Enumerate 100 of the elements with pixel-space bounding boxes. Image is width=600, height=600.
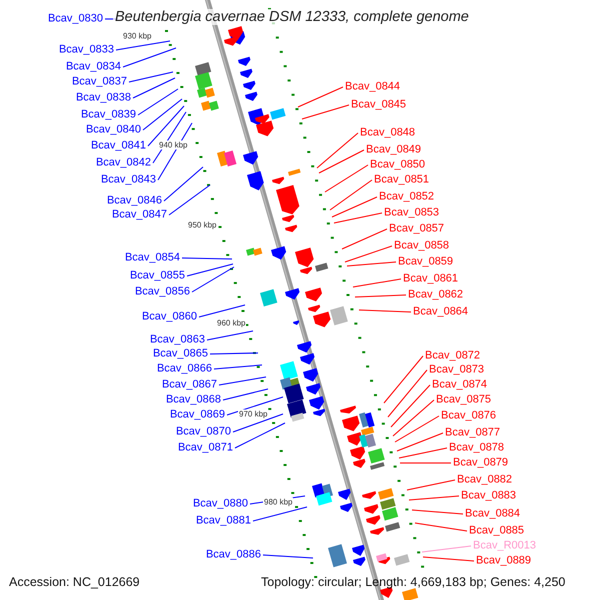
- leader-line: [168, 184, 210, 216]
- gene-label: Bcav_0863: [150, 334, 205, 346]
- gene-label: Bcav_0865: [152, 348, 208, 360]
- leader-line: [422, 556, 474, 562]
- gene-label: Bcav_0842: [96, 156, 151, 170]
- scale-label: 930 kbp: [122, 32, 152, 40]
- gene-label: Bcav_0843: [100, 174, 156, 186]
- leader-line: [316, 132, 358, 168]
- gene-label: Bcav_0870: [176, 426, 231, 438]
- leader-line: [252, 506, 308, 522]
- gene-label: Bcav_0862: [408, 288, 464, 302]
- gene-label: Bcav_0852: [379, 190, 434, 204]
- leader-line: [132, 78, 176, 98]
- leader-line: [122, 48, 176, 68]
- gene-label: Bcav_0833: [58, 44, 114, 56]
- leader-line: [358, 310, 412, 312]
- leader-line: [116, 40, 170, 50]
- gene-label: Bcav_0889: [476, 554, 532, 568]
- gene-label: Bcav_0854: [124, 252, 180, 264]
- gene-label: Bcav_0841: [90, 140, 146, 152]
- leader-line: [142, 98, 182, 130]
- scale-label: 950 kbp: [187, 220, 218, 230]
- leader-line: [398, 448, 448, 458]
- leader-line: [334, 212, 382, 224]
- leader-line: [330, 180, 372, 210]
- leader-line: [406, 480, 456, 490]
- leader-line: [332, 196, 378, 218]
- leader-line: [262, 554, 314, 558]
- leader-line: [384, 356, 424, 404]
- leader-line: [210, 352, 258, 354]
- leader-line: [354, 294, 406, 298]
- leader-line: [352, 278, 402, 288]
- leader-line: [182, 258, 232, 260]
- leader-line: [324, 164, 368, 192]
- gene-label: Bcav_0848: [360, 126, 416, 140]
- gene-label: Bcav_0873: [429, 364, 484, 376]
- gene-label: Bcav_0860: [142, 310, 197, 324]
- gene-label: Bcav_0853: [384, 206, 440, 220]
- gene-label: Bcav_0882: [457, 474, 512, 486]
- leader-line: [400, 462, 452, 464]
- title: Beutenbergia cavernae DSM 12333, complete genome: [113, 9, 471, 25]
- scale-label: 980 kbp: [263, 498, 294, 506]
- leader-line: [298, 86, 344, 108]
- leader-line: [346, 262, 396, 266]
- gene-label: Bcav_0877: [445, 426, 500, 440]
- leader-line: [408, 496, 460, 500]
- gene-label: Bcav_0840: [86, 124, 141, 136]
- gene-label: Bcav_0884: [465, 508, 520, 520]
- gene-label: Bcav_0868: [166, 394, 221, 406]
- gene-label: Bcav_0869: [170, 408, 225, 422]
- leader-line: [412, 510, 464, 514]
- gene-label: Bcav_0844: [345, 80, 400, 94]
- leader-line: [344, 246, 392, 262]
- gene-label: Bcav_0861: [403, 272, 458, 286]
- leader-line: [232, 414, 284, 432]
- gene-label: Bcav_0886: [206, 548, 261, 562]
- gene-label: Bcav_0858: [394, 240, 450, 252]
- leader-line: [396, 432, 444, 452]
- gene-label: Bcav_0874: [432, 378, 488, 392]
- gene-label: Bcav_0834: [66, 60, 121, 74]
- leader-line: [392, 400, 434, 436]
- gene-label: Bcav_0866: [156, 362, 212, 376]
- leader-line: [152, 112, 186, 164]
- gene-label: Bcav_0839: [80, 108, 136, 122]
- leader-line: [148, 106, 184, 146]
- gene-label: Bcav_0830: [48, 12, 103, 26]
- gene-label: Bcav_0851: [374, 174, 430, 186]
- leader-line: [128, 72, 174, 82]
- leader-line: [388, 370, 428, 418]
- gene-label: Bcav_0872: [425, 350, 480, 362]
- scale-label: 960 kbp: [216, 318, 246, 328]
- gene-label: Bcav_0838: [76, 92, 131, 104]
- leader-line: [394, 416, 440, 442]
- scale-label: 970 kbp: [238, 410, 268, 418]
- leader-line: [186, 264, 234, 276]
- gene-label: Bcav_0871: [178, 442, 233, 454]
- leader-line: [422, 546, 472, 552]
- scale-label: 940 kbp: [158, 140, 188, 150]
- leader-line: [342, 228, 388, 250]
- gene-label: Bcav_0849: [366, 144, 422, 156]
- leader-line: [218, 376, 266, 386]
- leader-line: [226, 396, 284, 416]
- leader-line: [390, 384, 430, 428]
- gene-label: Bcav_0837: [72, 76, 127, 88]
- leader-line: [138, 88, 178, 116]
- leader-line: [206, 330, 254, 340]
- leader-line: [214, 364, 262, 370]
- leader-line: [234, 422, 286, 448]
- gene-label: Bcav_0859: [398, 256, 454, 268]
- leader-line: [222, 388, 268, 400]
- gene-label: Bcav_0846: [106, 194, 162, 208]
- footer-text: Accession: NC_012669: [9, 575, 140, 589]
- gene-label: Bcav_0881: [196, 514, 251, 528]
- leader-line: [198, 304, 246, 318]
- gene-label: Bcav_0855: [130, 270, 185, 282]
- leader-line: [164, 166, 204, 202]
- leader-line: [302, 104, 350, 120]
- gene-label: Bcav_0885: [469, 524, 524, 538]
- gene-label: Bcav_0879: [453, 456, 508, 470]
- gene-label: Bcav_R0013: [473, 540, 536, 552]
